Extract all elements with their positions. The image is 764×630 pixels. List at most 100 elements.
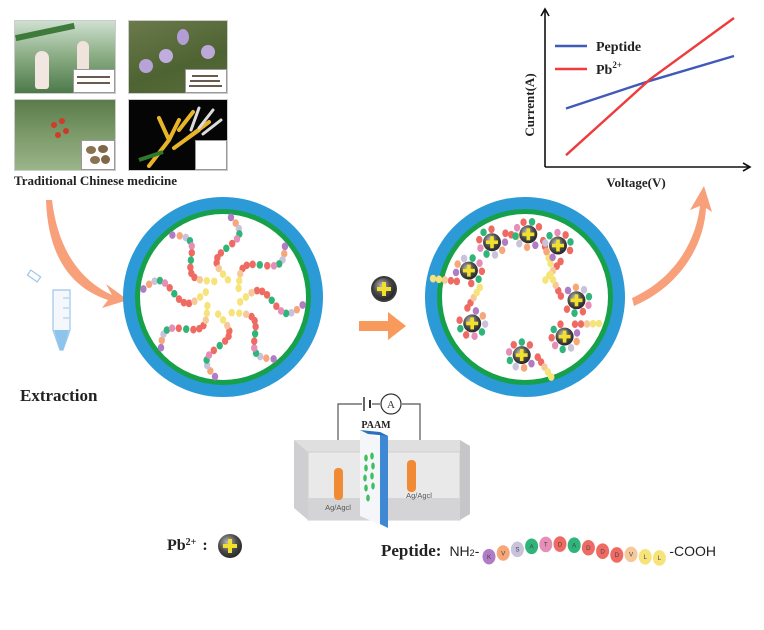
residue-bead bbox=[158, 336, 165, 345]
battery-icon bbox=[363, 397, 371, 411]
nanopore-dot bbox=[364, 464, 368, 472]
residue-bead bbox=[188, 248, 195, 257]
residue-bead bbox=[270, 261, 278, 270]
residue-d: D bbox=[610, 547, 624, 563]
chart-y-arrow bbox=[540, 7, 550, 17]
residue-bead bbox=[232, 219, 239, 227]
residue-bead bbox=[202, 316, 209, 325]
residue-bead bbox=[580, 285, 588, 294]
nanopore-peptide-pb-bound bbox=[425, 197, 625, 397]
svg-text:L: L bbox=[658, 555, 662, 562]
residue-bead bbox=[566, 246, 574, 255]
residue-bead bbox=[528, 218, 536, 226]
residue-bead bbox=[270, 355, 277, 363]
residue-bead bbox=[559, 345, 566, 354]
residue-bead bbox=[441, 276, 449, 284]
residue-bead bbox=[512, 362, 519, 371]
residue-bead bbox=[190, 325, 197, 334]
residue-bead bbox=[475, 275, 482, 284]
residue-bead bbox=[215, 264, 222, 273]
residue-bead bbox=[264, 261, 271, 270]
residue-bead bbox=[224, 275, 232, 284]
electrode-left-label: Ag/Agcl bbox=[325, 503, 351, 512]
peptide-chain bbox=[203, 310, 233, 381]
pb-legend-colon: : bbox=[202, 537, 208, 554]
residue-bead bbox=[161, 279, 169, 287]
residue-bead bbox=[512, 232, 519, 240]
residue-bead bbox=[168, 324, 176, 333]
residue-bead bbox=[202, 288, 209, 296]
chart-xlabel: Voltage(V) bbox=[606, 175, 665, 190]
residue-bead bbox=[478, 328, 486, 336]
residue-bead bbox=[299, 301, 306, 309]
residue-bead bbox=[547, 259, 554, 268]
residue-bead bbox=[476, 283, 484, 292]
pb-ion-icon bbox=[217, 534, 242, 558]
residue-a: A bbox=[525, 538, 539, 555]
peptide-legend-label: Peptide: bbox=[381, 541, 442, 560]
residue-bead bbox=[595, 319, 603, 328]
residue-bead bbox=[196, 275, 204, 284]
residue-bead bbox=[589, 319, 597, 328]
residue-bead bbox=[263, 291, 271, 299]
peptide-n-terminus: NH2- bbox=[449, 543, 480, 559]
residue-bead bbox=[567, 344, 575, 352]
residue-bead bbox=[219, 316, 227, 324]
residue-bead bbox=[478, 267, 486, 276]
residue-bead bbox=[242, 293, 250, 301]
arrow-pore-to-chart bbox=[632, 186, 712, 306]
residue-bead bbox=[281, 242, 289, 251]
residue-d: D bbox=[553, 536, 567, 552]
residue-bead bbox=[281, 249, 288, 258]
residue-bead bbox=[176, 231, 183, 240]
residue-bead bbox=[191, 273, 198, 282]
residue-bead bbox=[227, 213, 235, 222]
residue-bead bbox=[520, 218, 527, 227]
residue-bead bbox=[157, 343, 165, 352]
electrode-right-label: Ag/Agcl bbox=[406, 491, 432, 500]
residue-bead bbox=[476, 259, 483, 267]
pb-legend-label: Pb bbox=[167, 537, 186, 554]
residue-bead bbox=[258, 287, 266, 296]
residue-bead bbox=[564, 286, 572, 295]
residue-v: V bbox=[624, 546, 638, 563]
residue-bead bbox=[516, 239, 523, 248]
residue-bead bbox=[548, 333, 555, 342]
residue-bead bbox=[457, 324, 464, 333]
residue-bead bbox=[452, 268, 460, 277]
residue-bead bbox=[151, 277, 158, 286]
residue-bead bbox=[210, 346, 218, 355]
residue-bead bbox=[573, 329, 581, 337]
residue-bead bbox=[499, 246, 506, 255]
residue-bead bbox=[543, 247, 550, 256]
nanopore-dot bbox=[364, 484, 368, 492]
residue-bead bbox=[237, 269, 244, 278]
residue-bead bbox=[542, 276, 549, 284]
residue-bead bbox=[145, 280, 153, 289]
residue-bead bbox=[472, 307, 480, 315]
svg-text:A: A bbox=[530, 544, 535, 551]
svg-text:D: D bbox=[587, 545, 592, 552]
residue-bead bbox=[488, 225, 495, 234]
residue-bead bbox=[523, 243, 531, 252]
residue-d: D bbox=[582, 539, 596, 556]
residue-bead bbox=[453, 277, 461, 286]
residue-bead bbox=[571, 309, 578, 317]
residue-bead bbox=[166, 283, 173, 292]
nanopore-peptide-free bbox=[123, 197, 323, 397]
residue-bead bbox=[249, 260, 256, 269]
svg-text:D: D bbox=[601, 548, 606, 555]
tcm-photo-3 bbox=[14, 99, 116, 171]
residue-bead bbox=[554, 228, 561, 237]
cell-box-front bbox=[294, 440, 308, 520]
residue-bead bbox=[563, 305, 571, 314]
residue-bead bbox=[460, 254, 468, 263]
residue-bead bbox=[477, 244, 484, 252]
peptide-chain bbox=[140, 276, 209, 308]
residue-bead bbox=[196, 293, 204, 301]
residue-t: T bbox=[539, 536, 553, 553]
residue-bead bbox=[256, 261, 263, 269]
residue-bead bbox=[191, 297, 198, 306]
residue-bead bbox=[435, 275, 443, 284]
